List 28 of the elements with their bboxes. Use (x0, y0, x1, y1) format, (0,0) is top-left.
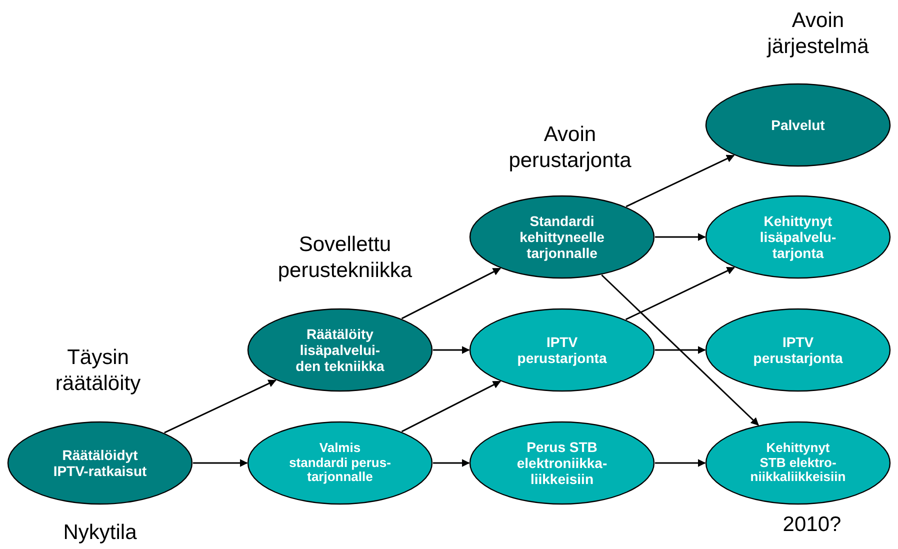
node-label: Valmis standardi perus- tarjonnalle (289, 440, 391, 486)
stage-label: Avoin järjestelmä (766, 8, 870, 60)
stage-label: 2010? (782, 512, 842, 538)
arrow (164, 380, 276, 434)
node-label: Räätälöidyt IPTV-ratkaisut (53, 446, 147, 480)
arrow (655, 233, 706, 241)
arrow (626, 154, 735, 208)
arrow (655, 459, 706, 467)
arrow (601, 274, 759, 426)
node-label: Palvelut (771, 116, 825, 134)
node-label: IPTV perustarjonta (517, 334, 607, 366)
stage-label: Täysin räätälöity (54, 345, 142, 398)
node-label: Standardi kehittyneelle tarjonnalle (520, 212, 604, 262)
node-label: IPTV perustarjonta (753, 334, 843, 366)
arrow (655, 346, 706, 354)
node-label: Perus STB elektroniikka- liikkeisiin (516, 438, 608, 488)
arrow (401, 380, 501, 432)
node-label: Kehittynyt lisäpalvelu- tarjonta (760, 212, 836, 262)
node-label: Kehittynyt STB elektro- niikkaliikkeisiin (750, 440, 846, 486)
stage-label: Nykytila (62, 520, 138, 546)
node-label: Räätälöity lisäpalvelui- den tekniikka (296, 326, 384, 374)
stage-label: Sovellettu perustekniikka (276, 232, 414, 284)
stage-label: Avoin perustarjonta (508, 122, 632, 174)
arrow (401, 268, 501, 320)
arrow (433, 459, 470, 467)
arrow (193, 459, 248, 467)
arrow (625, 266, 735, 320)
arrow (433, 346, 470, 354)
